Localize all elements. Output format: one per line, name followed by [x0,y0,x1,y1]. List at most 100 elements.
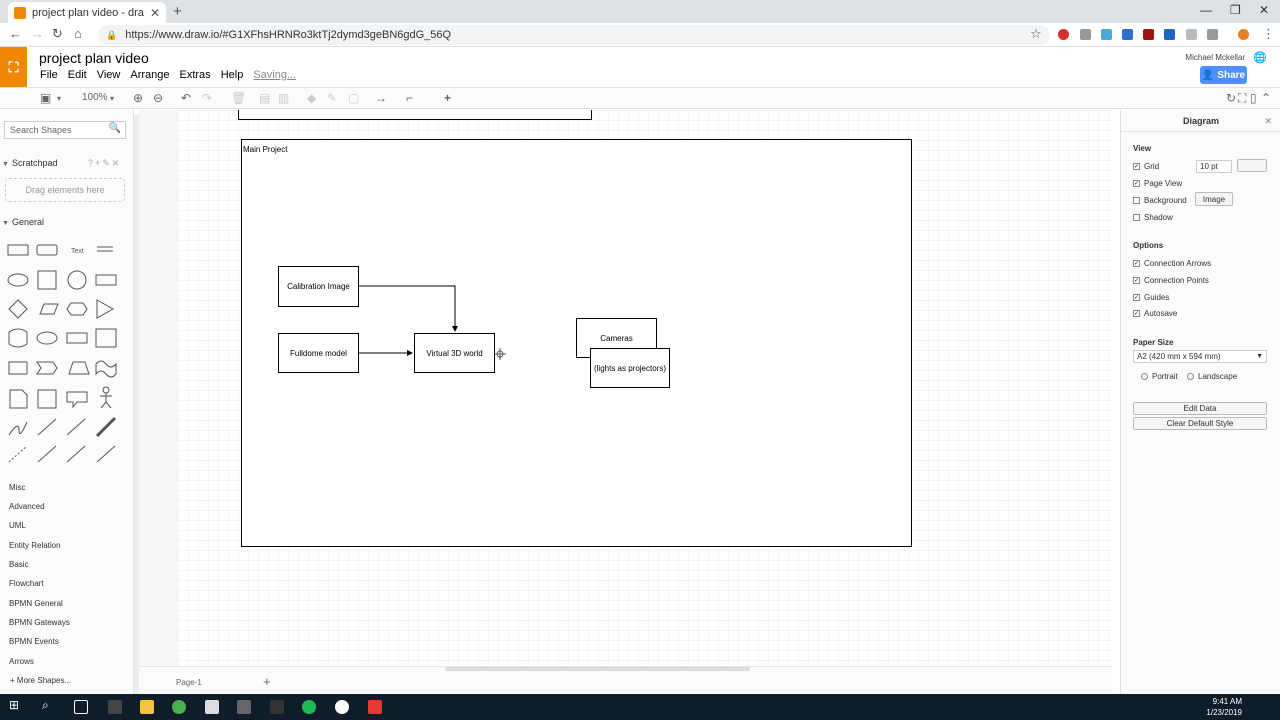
search-icon[interactable]: 🔍 [108,123,121,134]
extension-icon[interactable] [1080,29,1091,40]
background-checkbox[interactable] [1133,197,1140,204]
shadow-option[interactable]: Shadow [1133,213,1173,222]
restore-icon[interactable]: ❐ [1230,3,1241,17]
app5-icon[interactable] [368,700,382,714]
zoom-out-icon[interactable]: ⊖ [153,91,164,105]
extension-blue-icon[interactable] [1164,29,1175,40]
menu-edit[interactable]: Edit [67,69,87,81]
canvas-horizontal-scrollbar[interactable] [445,667,750,671]
close-panel-icon[interactable]: ✕ [1264,116,1272,126]
landscape-option[interactable]: Landscape [1187,372,1237,381]
calibration-image-node[interactable]: Calibration Image [278,266,359,307]
background-option[interactable]: Background [1133,196,1187,205]
insert-icon[interactable]: + [444,91,452,105]
mail-icon[interactable] [205,700,219,714]
guides-option[interactable]: ✓Guides [1133,293,1169,302]
delete-icon[interactable]: 🗑 [231,91,247,105]
fulldome-model-node[interactable]: Fulldome model [278,333,359,373]
portrait-radio[interactable] [1141,373,1148,380]
category-basic[interactable]: Basic [9,560,29,569]
scratchpad-dropzone[interactable]: Drag elements here [5,178,125,202]
category-arrows[interactable]: Arrows [9,657,34,666]
category-advanced[interactable]: Advanced [9,502,45,511]
user-name[interactable]: Michael Mckellar [1185,53,1245,62]
menu-extras[interactable]: Extras [179,69,211,81]
autosave-option[interactable]: ✓Autosave [1133,309,1177,318]
document-title[interactable]: project plan video [39,50,149,66]
forward-icon[interactable]: → [31,26,44,41]
category-entity-relation[interactable]: Entity Relation [9,541,61,550]
connection-arrows-option[interactable]: ✓Connection Arrows [1133,259,1211,268]
connection-icon[interactable]: → [375,91,387,105]
to-front-icon[interactable]: ▤ [259,91,271,105]
page-view-option[interactable]: ✓Page View [1133,179,1182,188]
redo-icon[interactable]: ↷ [202,91,213,105]
grid-checkbox[interactable]: ✓ [1133,163,1140,170]
category-flowchart[interactable]: Flowchart [9,579,44,588]
category-bpmn-general[interactable]: BPMN General [9,599,63,608]
search-shapes-input[interactable]: Search Shapes 🔍 [4,121,126,139]
app4-icon[interactable] [335,700,349,714]
search-icon[interactable]: ⌕ [42,698,49,712]
line-color-icon[interactable]: ✎ [327,91,338,105]
grid-option[interactable]: ✓Grid [1133,162,1159,171]
menu-arrange[interactable]: Arrange [130,69,170,81]
scratchpad-actions-icon[interactable]: ?+✎✕ [88,158,122,168]
minimize-icon[interactable]: — [1200,3,1212,17]
image-button[interactable]: Image [1195,192,1233,206]
app2-icon[interactable] [237,700,251,714]
zoom-in-icon[interactable]: ⊕ [133,91,144,105]
extension-grey2-icon[interactable] [1207,29,1218,40]
dropbox-extension-icon[interactable] [1122,29,1133,40]
category-bpmn-gateways[interactable]: BPMN Gateways [9,618,70,627]
fullscreen-icon[interactable]: ⛶ [1238,91,1247,105]
scratchpad-header[interactable]: ▼Scratchpad [2,158,57,168]
guides-checkbox[interactable]: ✓ [1133,294,1140,301]
category-misc[interactable]: Misc [9,483,26,492]
menu-file[interactable]: File [40,69,58,81]
virtual-3d-world-node[interactable]: Virtual 3D world [414,333,495,373]
edit-data-button[interactable]: Edit Data [1133,402,1267,415]
menu-help[interactable]: Help [220,69,244,81]
format-panel-toggle-icon[interactable]: ▣ [40,91,52,105]
main-project-label[interactable]: Main Project [243,145,288,154]
system-clock[interactable]: 9:41 AM 1/23/2019 [1206,696,1242,718]
connection-arrows-checkbox[interactable]: ✓ [1133,260,1140,267]
new-tab-icon[interactable]: + [173,3,182,20]
shadow-icon[interactable]: ▢ [348,91,360,105]
browser-tab[interactable]: project plan video - draw.io ✕ [8,2,166,23]
grid-size-input[interactable]: 10 pt [1196,160,1232,173]
waypoints-icon[interactable]: ⌐ [406,91,414,105]
language-globe-icon[interactable]: 🌐 [1253,52,1267,64]
collapse-icon[interactable]: ⌃ [1261,91,1272,105]
general-header[interactable]: ▼General [2,217,44,227]
lights-as-projectors-node[interactable]: (lights as projectors) [590,348,670,388]
zoom-level[interactable]: 100% [82,92,108,103]
landscape-radio[interactable] [1187,373,1194,380]
windows-start-icon[interactable]: ⊞ [9,698,20,712]
profile-avatar-icon[interactable] [1238,29,1249,40]
clear-default-style-button[interactable]: Clear Default Style [1133,417,1267,430]
task-view-icon[interactable] [74,700,88,714]
refresh-icon[interactable]: ↻ [1226,91,1237,105]
spotify-icon[interactable] [302,700,316,714]
autosave-checkbox[interactable]: ✓ [1133,310,1140,317]
sidebar-scrollbar[interactable] [134,115,139,695]
share-button[interactable]: 👤 Share [1200,66,1247,84]
upper-frame-shape[interactable] [238,110,592,120]
zoom-dropdown-icon[interactable]: ▾ [110,94,115,103]
file-explorer-icon[interactable] [140,700,154,714]
page-view-checkbox[interactable]: ✓ [1133,180,1140,187]
chevron-down-icon[interactable]: ▾ [57,94,62,103]
portrait-option[interactable]: Portrait [1141,372,1178,381]
paper-size-select[interactable]: A2 (420 mm x 594 mm) ▼ [1133,350,1267,363]
shadow-checkbox[interactable] [1133,214,1140,221]
extension-grey-icon[interactable] [1186,29,1197,40]
opera-extension-icon[interactable] [1058,29,1069,40]
app3-icon[interactable] [270,700,284,714]
fill-color-icon[interactable]: ◆ [307,91,317,105]
url-field[interactable]: 🔒 https://www.draw.io/#G1XFhsHRNRo3ktTj2… [98,25,1050,45]
to-back-icon[interactable]: ▥ [278,91,290,105]
app-icon[interactable] [108,700,122,714]
page-tab[interactable]: Page-1 [176,678,202,687]
